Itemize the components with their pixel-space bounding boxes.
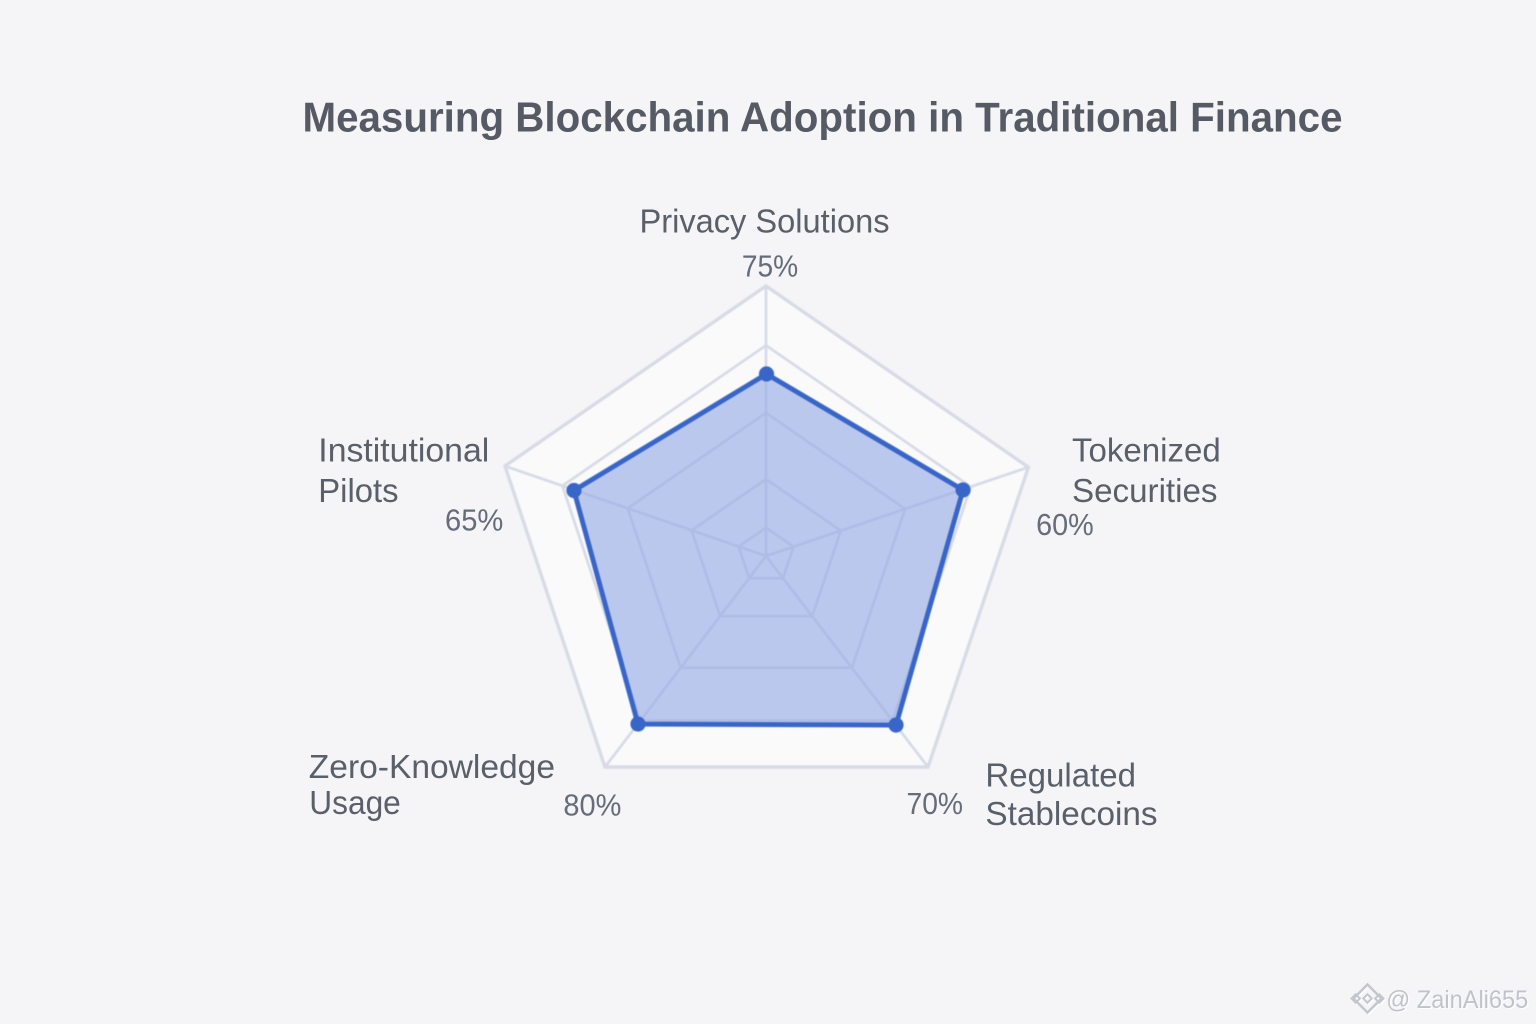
svg-text:Privacy Solutions: Privacy Solutions	[640, 204, 890, 241]
svg-text:80%: 80%	[563, 788, 621, 823]
svg-text:@ ZainAli655: @ ZainAli655	[1388, 987, 1530, 1015]
svg-text:75%: 75%	[742, 249, 798, 284]
svg-text:Measuring Blockchain Adoption: Measuring Blockchain Adoption in Traditi…	[303, 94, 1343, 141]
svg-text:Securities: Securities	[1072, 473, 1218, 510]
svg-text:Pilots: Pilots	[318, 473, 398, 510]
svg-text:Regulated: Regulated	[985, 758, 1136, 795]
svg-text:Tokenized: Tokenized	[1072, 433, 1221, 470]
svg-text:@ ZainAli655: @ ZainAli655	[1386, 986, 1528, 1014]
svg-text:60%: 60%	[1036, 507, 1094, 542]
svg-text:Institutional: Institutional	[318, 433, 489, 470]
svg-text:Usage: Usage	[309, 785, 401, 822]
svg-text:Zero-Knowledge: Zero-Knowledge	[309, 749, 555, 786]
svg-text:65%: 65%	[445, 502, 503, 537]
svg-text:Stablecoins: Stablecoins	[985, 796, 1157, 833]
svg-text:70%: 70%	[907, 786, 964, 821]
